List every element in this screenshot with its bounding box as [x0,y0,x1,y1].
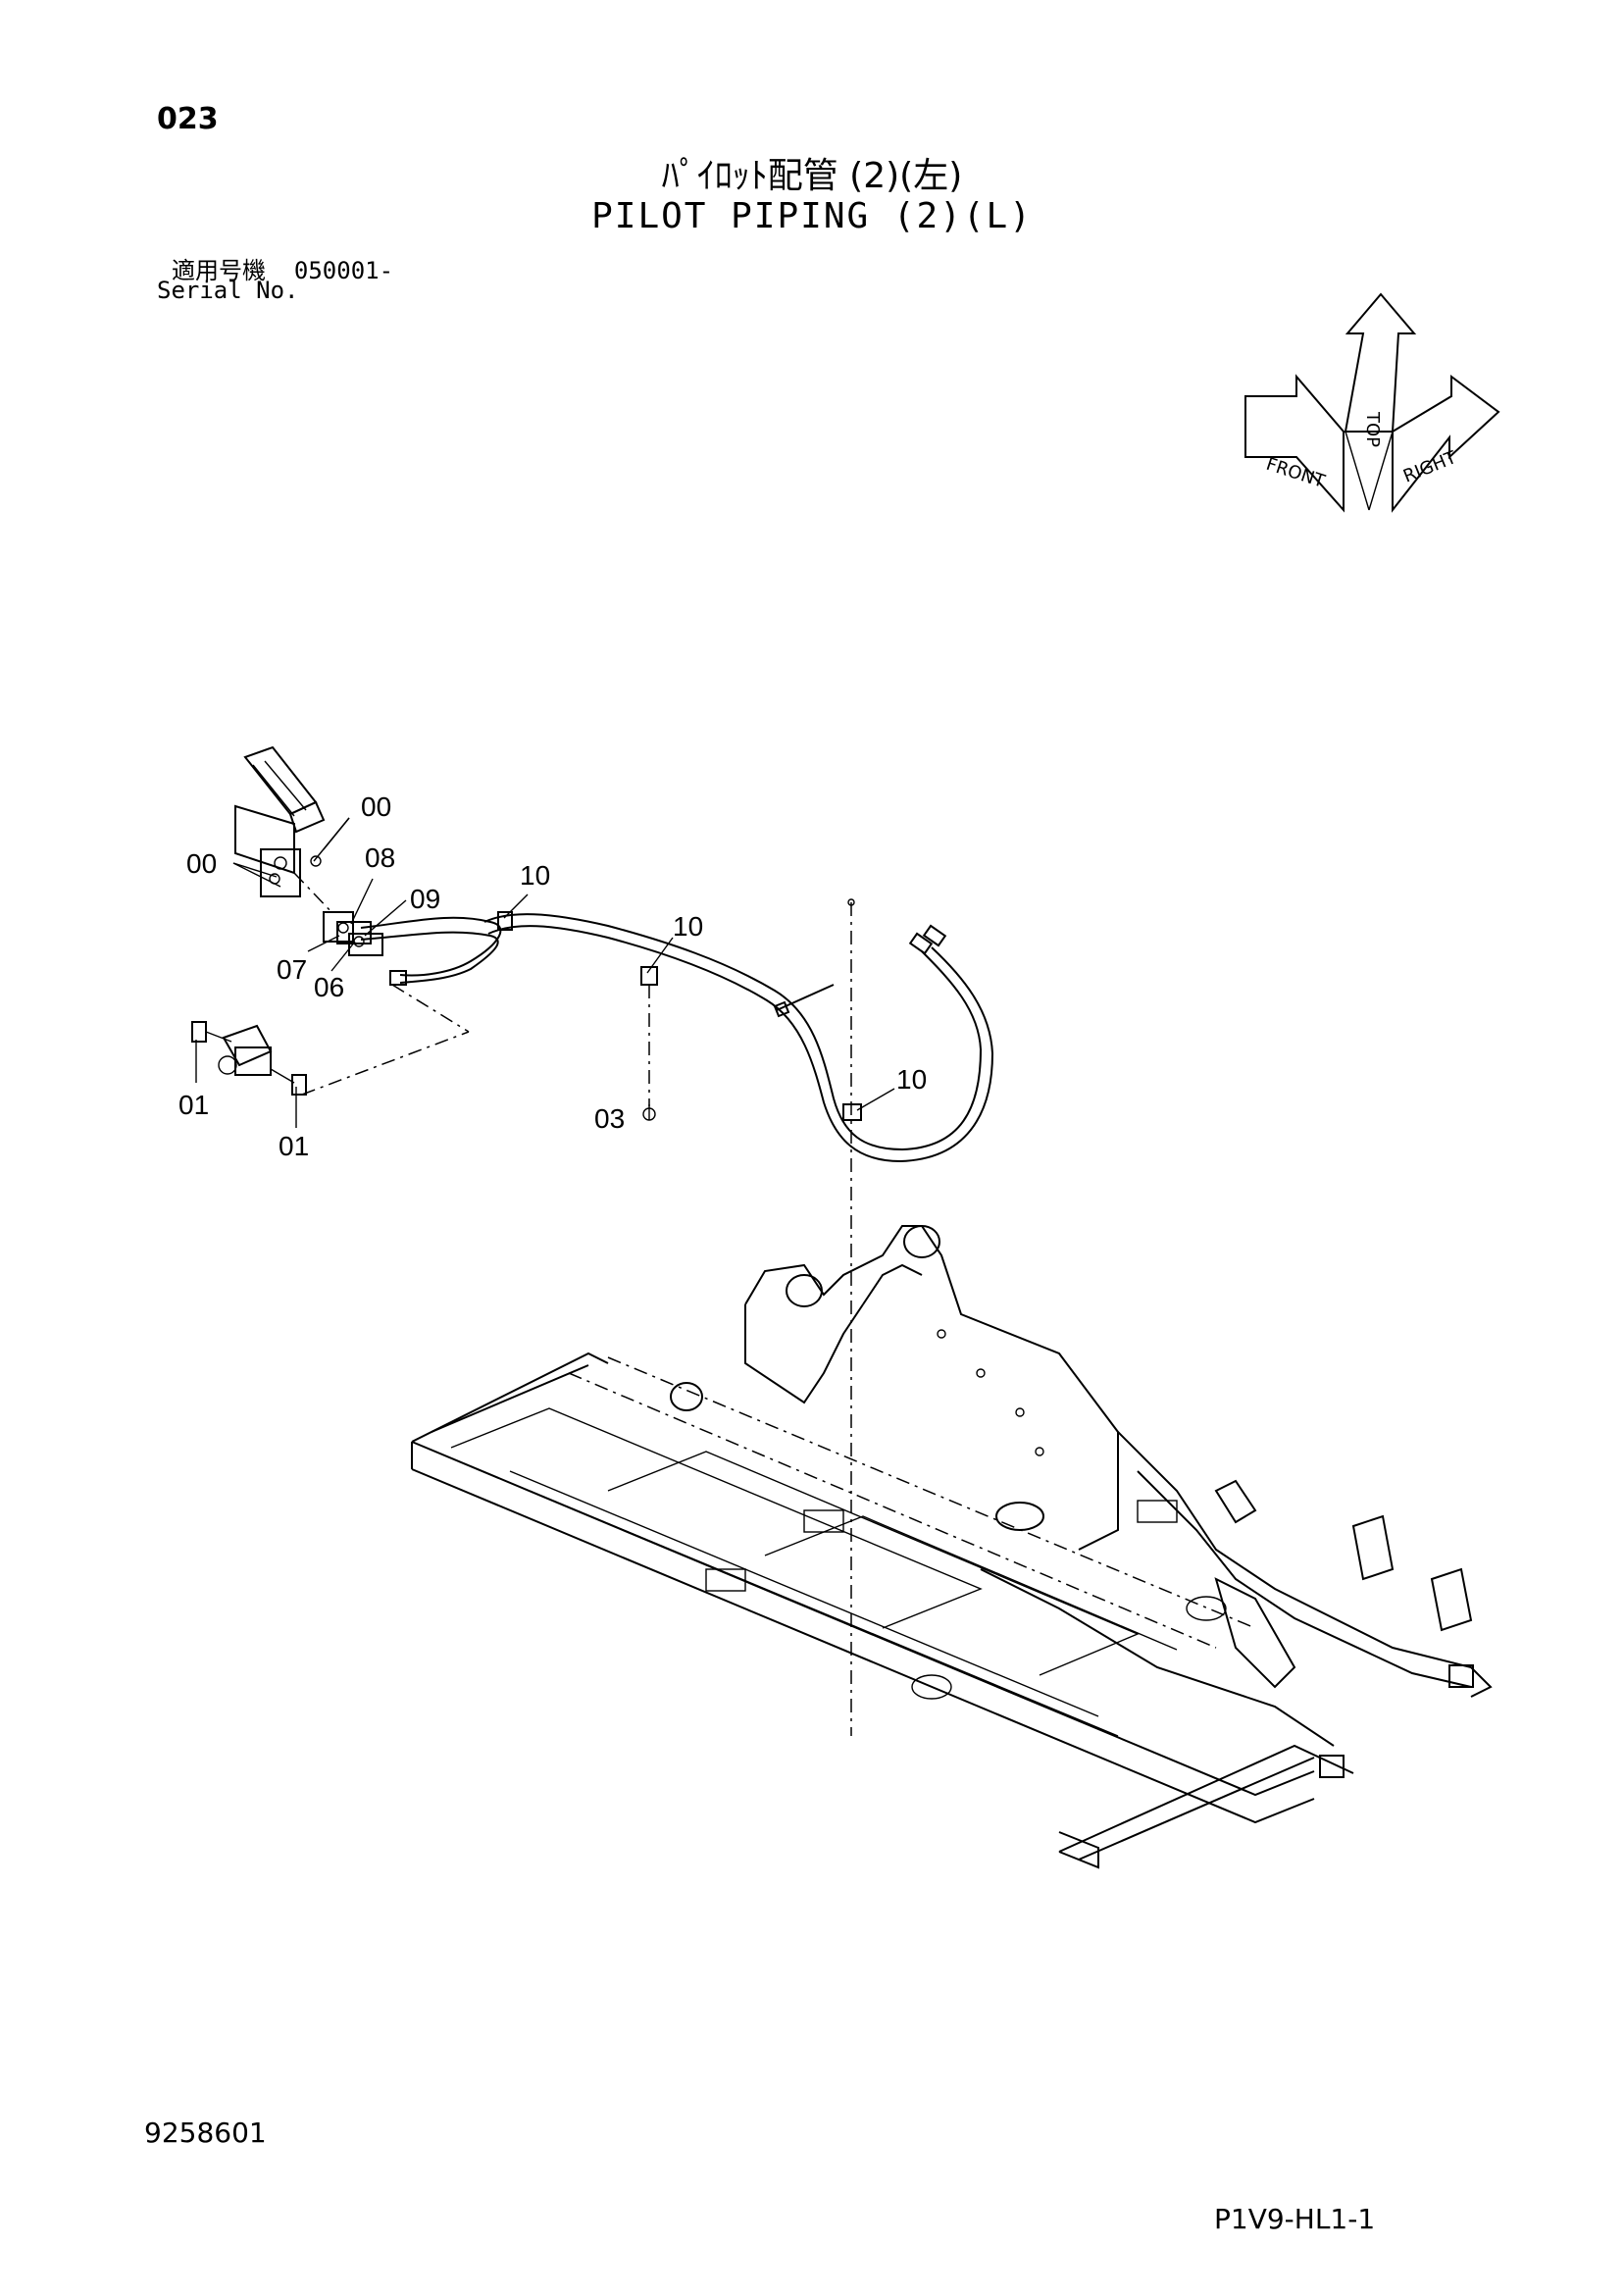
callout-10-b: 10 [673,911,703,942]
callout-00-b: 00 [186,848,217,879]
main-frame [411,1225,1493,1869]
document-number: 9258601 [144,2117,267,2149]
title-english: PILOT PIPING (2)(L) [591,196,1033,236]
serial-label-en: Serial No. [157,277,299,304]
callout-10-c: 10 [896,1064,927,1095]
serial-label-jp-text: 適用号機 [172,257,266,284]
center-line-marker [847,898,855,906]
callout-01-b: 01 [279,1131,309,1161]
orientation-indicator: FRONT TOP RIGHT [1244,292,1500,513]
callout-08: 08 [365,842,395,873]
callout-leaders [195,817,895,1128]
serial-value: 050001- [293,257,394,284]
page-number: 023 [157,102,219,136]
pedal-assembly [234,745,326,897]
pressure-switch [191,984,470,1096]
valve-block [293,872,383,956]
sheet-code: P1V9-HL1-1 [1214,2203,1376,2235]
callout-03: 03 [594,1103,625,1134]
front-label: FRONT [1263,454,1328,492]
top-label: TOP [1362,411,1383,447]
callout-labels: 00 00 08 09 10 10 07 06 01 01 03 10 [178,791,927,1161]
serial-label-jp: 適用号機 050001- [172,251,393,285]
right-label: RIGHT [1400,447,1460,487]
callout-06: 06 [314,972,344,1002]
callout-10-a: 10 [520,860,550,891]
callout-01-a: 01 [178,1090,209,1120]
callout-07: 07 [277,954,307,985]
pilot-hoses [360,911,994,1163]
callout-09: 09 [410,884,440,914]
callout-00-a: 00 [361,791,391,822]
title-japanese: ﾊﾟｲﾛｯﾄ配管 (2)(左) [661,156,963,196]
